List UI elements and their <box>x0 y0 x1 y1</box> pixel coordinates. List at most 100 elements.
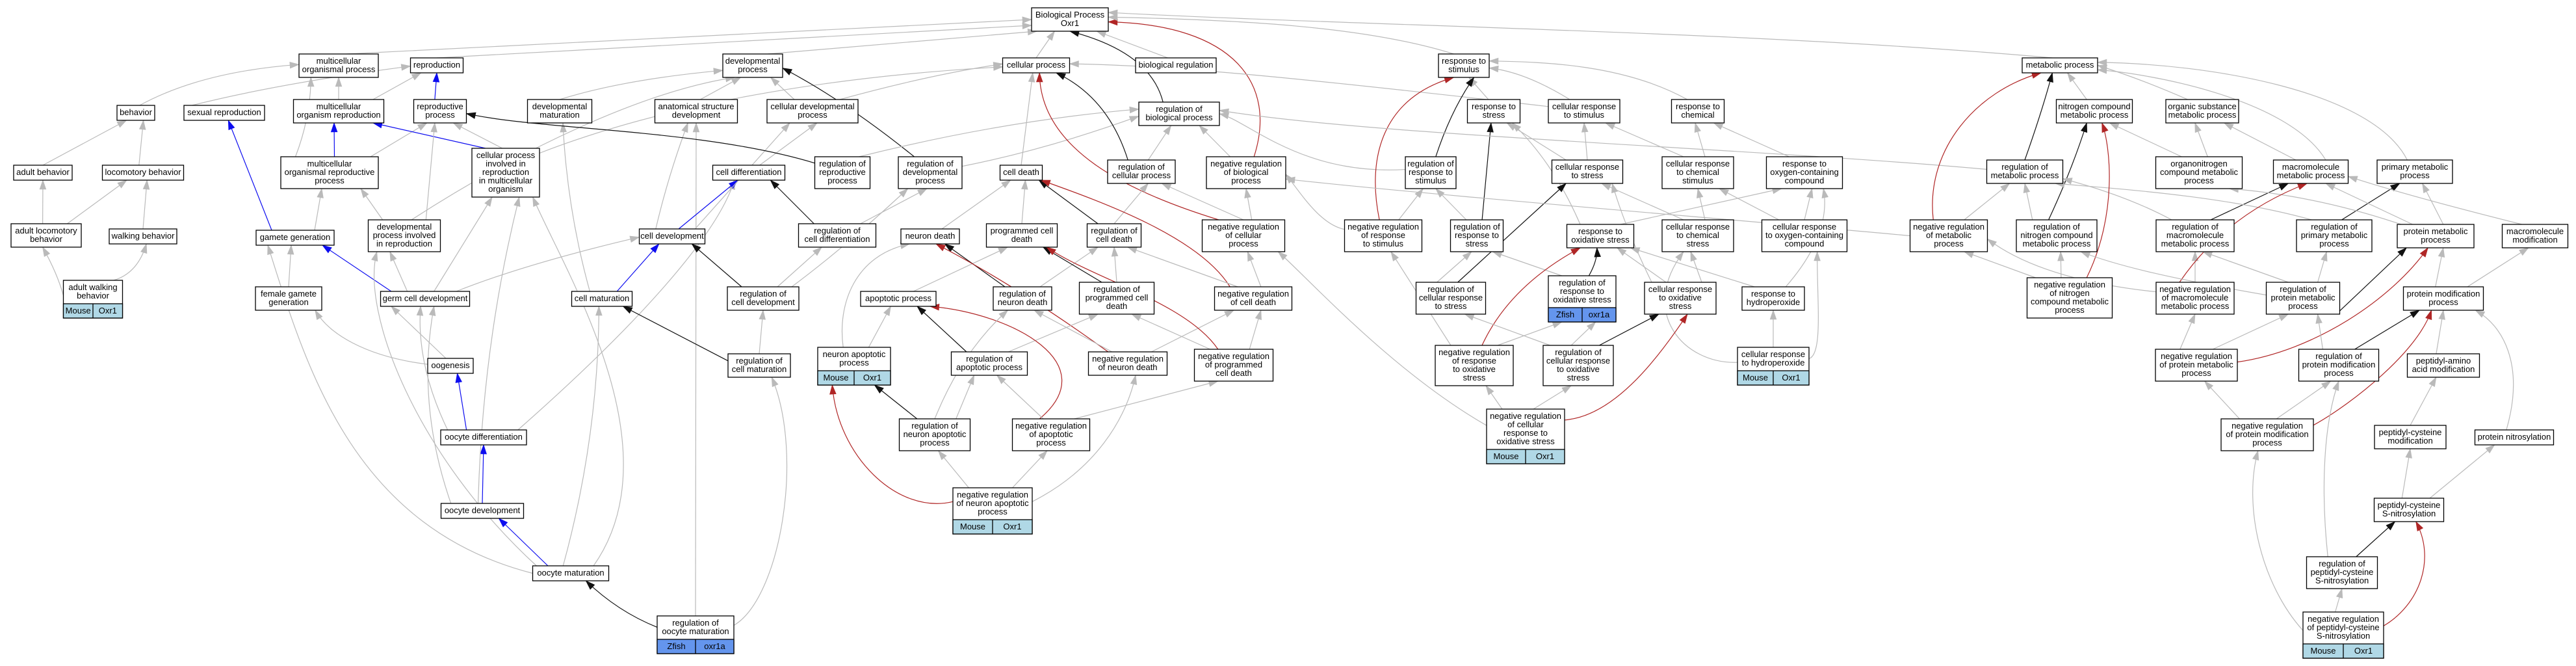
svg-text:programmed cell: programmed cell <box>991 226 1054 235</box>
svg-text:cell death: cell death <box>1216 368 1252 378</box>
svg-text:Zfish: Zfish <box>667 641 685 651</box>
svg-text:chemical: chemical <box>1681 110 1714 120</box>
svg-text:oocyte differentiation: oocyte differentiation <box>445 432 523 442</box>
svg-text:gamete generation: gamete generation <box>260 232 330 242</box>
svg-text:response to: response to <box>1751 289 1795 299</box>
svg-text:cellular response: cellular response <box>1546 356 1610 366</box>
svg-text:Mouse: Mouse <box>2310 646 2335 656</box>
svg-text:Oxr1: Oxr1 <box>1782 373 1800 382</box>
svg-text:negative regulation: negative regulation <box>2034 280 2105 289</box>
svg-text:process: process <box>827 176 857 185</box>
svg-text:regulation of: regulation of <box>911 421 958 431</box>
svg-text:multicellular: multicellular <box>317 56 361 66</box>
svg-text:Zfish: Zfish <box>1556 310 1574 319</box>
svg-text:walking behavior: walking behavior <box>111 231 176 241</box>
svg-text:regulation of: regulation of <box>1093 284 1140 294</box>
svg-text:behavior: behavior <box>77 291 110 300</box>
svg-text:to oxidative: to oxidative <box>1453 364 1496 374</box>
svg-text:of cell death: of cell death <box>1230 297 1276 307</box>
svg-text:organism: organism <box>488 184 523 194</box>
svg-text:multicellular: multicellular <box>307 159 352 168</box>
svg-text:Oxr1: Oxr1 <box>2354 646 2373 656</box>
svg-text:S-nitrosylation: S-nitrosylation <box>2382 509 2436 518</box>
svg-text:metabolic process: metabolic process <box>2277 170 2345 180</box>
svg-text:negative regulation: negative regulation <box>1208 222 1279 232</box>
svg-text:organism reproduction: organism reproduction <box>296 110 380 120</box>
svg-text:death: death <box>1106 301 1128 311</box>
svg-text:acid modification: acid modification <box>2412 364 2475 374</box>
svg-text:Mouse: Mouse <box>66 306 91 315</box>
svg-text:negative regulation: negative regulation <box>1092 354 1164 364</box>
svg-text:neuron death: neuron death <box>998 297 1048 307</box>
svg-text:compound: compound <box>1785 239 1825 248</box>
svg-text:to hydroperoxide: to hydroperoxide <box>1742 358 1805 367</box>
svg-text:generation: generation <box>268 297 308 307</box>
svg-text:peptidyl-amino: peptidyl-amino <box>2416 356 2471 366</box>
svg-text:compound metabolic: compound metabolic <box>2160 167 2238 177</box>
svg-text:reproductive: reproductive <box>819 167 866 177</box>
svg-text:of peptidyl-cysteine: of peptidyl-cysteine <box>2307 622 2379 632</box>
svg-text:primary metabolic: primary metabolic <box>2382 162 2449 172</box>
svg-text:regulation of: regulation of <box>2319 559 2365 568</box>
svg-text:metabolic process: metabolic process <box>2023 239 2091 248</box>
svg-text:negative regulation: negative regulation <box>1347 222 1419 232</box>
svg-text:process: process <box>2288 301 2318 311</box>
svg-text:cellular response: cellular response <box>1648 284 1712 294</box>
svg-text:Mouse: Mouse <box>1493 451 1518 461</box>
svg-text:protein modification: protein modification <box>2302 360 2376 369</box>
svg-text:oocyte maturation: oocyte maturation <box>662 626 729 636</box>
svg-text:oxidative stress: oxidative stress <box>1496 436 1555 446</box>
svg-text:cell death: cell death <box>1096 234 1132 244</box>
svg-text:cell development: cell development <box>731 297 795 307</box>
svg-text:negative regulation: negative regulation <box>2231 421 2303 431</box>
svg-text:of macromolecule: of macromolecule <box>2162 293 2229 302</box>
svg-text:developmental: developmental <box>903 167 958 177</box>
svg-text:compound: compound <box>1785 176 1825 185</box>
svg-text:response to: response to <box>1676 101 1720 111</box>
svg-text:response to: response to <box>1409 167 1453 177</box>
svg-text:death: death <box>1011 234 1033 244</box>
svg-text:regulation of: regulation of <box>1118 162 1165 172</box>
svg-text:of metabolic: of metabolic <box>1926 230 1972 240</box>
svg-text:of protein metabolic: of protein metabolic <box>2159 360 2233 369</box>
svg-text:of neuron death: of neuron death <box>1098 362 1157 372</box>
svg-text:cellular response: cellular response <box>1552 101 1616 111</box>
svg-text:of neuron apoptotic: of neuron apoptotic <box>956 498 1029 508</box>
svg-text:modification: modification <box>2512 235 2557 245</box>
svg-text:oocyte maturation: oocyte maturation <box>537 568 604 578</box>
svg-text:cellular response: cellular response <box>1773 222 1836 232</box>
svg-text:process: process <box>2252 438 2282 447</box>
svg-text:apoptotic process: apoptotic process <box>956 362 1022 372</box>
svg-text:metabolic process: metabolic process <box>2026 60 2094 70</box>
svg-text:organismal process: organismal process <box>302 64 376 74</box>
svg-text:process: process <box>915 176 945 185</box>
svg-text:process: process <box>1036 438 1066 447</box>
svg-text:process: process <box>315 176 345 185</box>
svg-text:process involved: process involved <box>373 230 436 240</box>
svg-text:regulation of: regulation of <box>999 289 1046 299</box>
svg-text:regulation of: regulation of <box>819 159 866 168</box>
svg-text:programmed cell: programmed cell <box>1086 293 1149 302</box>
svg-text:regulation of: regulation of <box>1156 104 1203 114</box>
svg-text:of programmed: of programmed <box>1205 360 1262 369</box>
svg-text:stress: stress <box>1463 373 1486 382</box>
svg-text:biological process: biological process <box>1145 113 1213 122</box>
svg-text:of nitrogen: of nitrogen <box>2049 288 2089 298</box>
svg-text:cellular response: cellular response <box>1741 349 1805 359</box>
svg-text:of apoptotic: of apoptotic <box>1029 429 1073 439</box>
svg-text:to oxidative: to oxidative <box>1557 364 1600 374</box>
svg-text:to chemical: to chemical <box>1676 230 1719 240</box>
svg-text:process: process <box>2421 235 2451 245</box>
svg-text:regulation of: regulation of <box>1091 226 1138 235</box>
svg-text:involved in: involved in <box>486 159 525 168</box>
svg-text:neuron death: neuron death <box>905 231 956 241</box>
svg-text:regulation of: regulation of <box>2311 222 2358 232</box>
svg-text:of response: of response <box>1452 356 1496 366</box>
svg-text:anatomical structure: anatomical structure <box>658 101 734 111</box>
svg-text:protein metabolic: protein metabolic <box>2271 293 2335 302</box>
svg-text:cellular process: cellular process <box>476 150 536 160</box>
svg-text:of cellular: of cellular <box>1225 230 1262 240</box>
svg-text:organonitrogen: organonitrogen <box>2170 159 2227 168</box>
svg-text:regulation of: regulation of <box>1559 278 1606 287</box>
svg-text:Oxr1: Oxr1 <box>99 306 117 315</box>
